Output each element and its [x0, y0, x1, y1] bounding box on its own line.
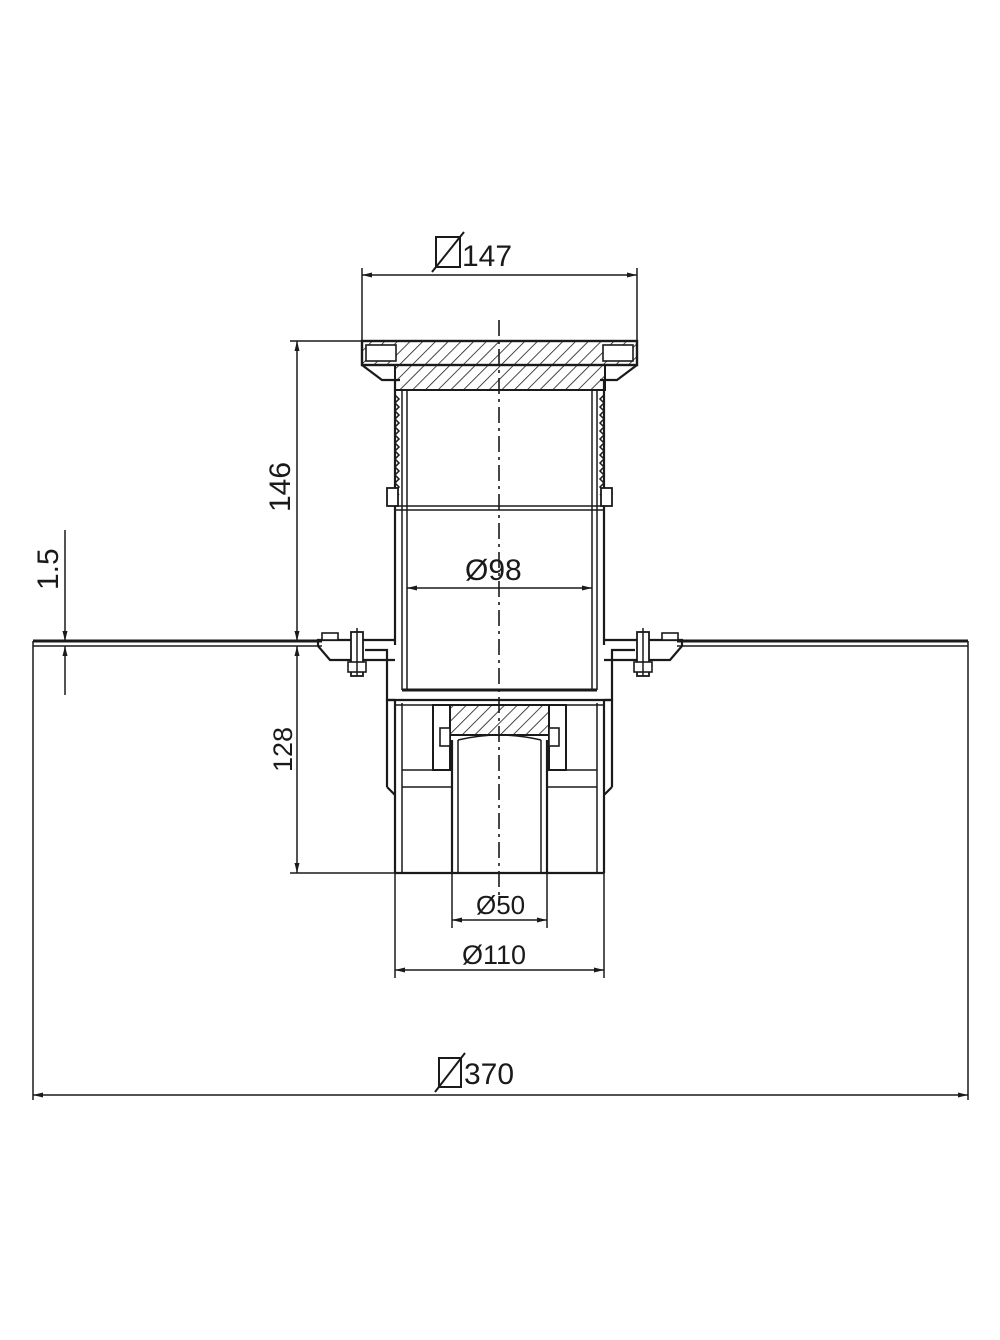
dimension-inner-diameter: Ø98	[407, 554, 592, 591]
dimension-label-110: Ø110	[462, 940, 526, 970]
dimension-label-98: Ø98	[465, 554, 522, 587]
dimension-flange-diameter: 147	[361, 231, 638, 341]
dimension-label-147: 147	[462, 240, 512, 273]
roof-membrane	[32, 639, 969, 1100]
dimension-outlet-outer-diameter: Ø110	[394, 873, 605, 978]
dimension-label-1-5: 1.5	[32, 548, 65, 590]
dimension-label-146: 146	[264, 462, 297, 512]
dimension-outlet-inner-diameter: Ø50	[451, 873, 548, 928]
clamping-flange-right	[604, 628, 684, 702]
diameter-symbol-icon	[434, 1052, 466, 1093]
dimension-label-50: Ø50	[476, 890, 525, 920]
dimension-membrane-diameter: 370	[33, 1052, 968, 1098]
dimension-label-128: 128	[268, 727, 298, 772]
dimension-outlet-length: 128	[268, 646, 395, 874]
dimension-membrane-thickness: 1.5	[32, 530, 68, 695]
clamping-flange-left	[316, 628, 395, 702]
diameter-symbol-icon	[431, 231, 465, 273]
dimension-label-370: 370	[464, 1058, 514, 1091]
dimension-body-height: 146	[264, 340, 362, 641]
